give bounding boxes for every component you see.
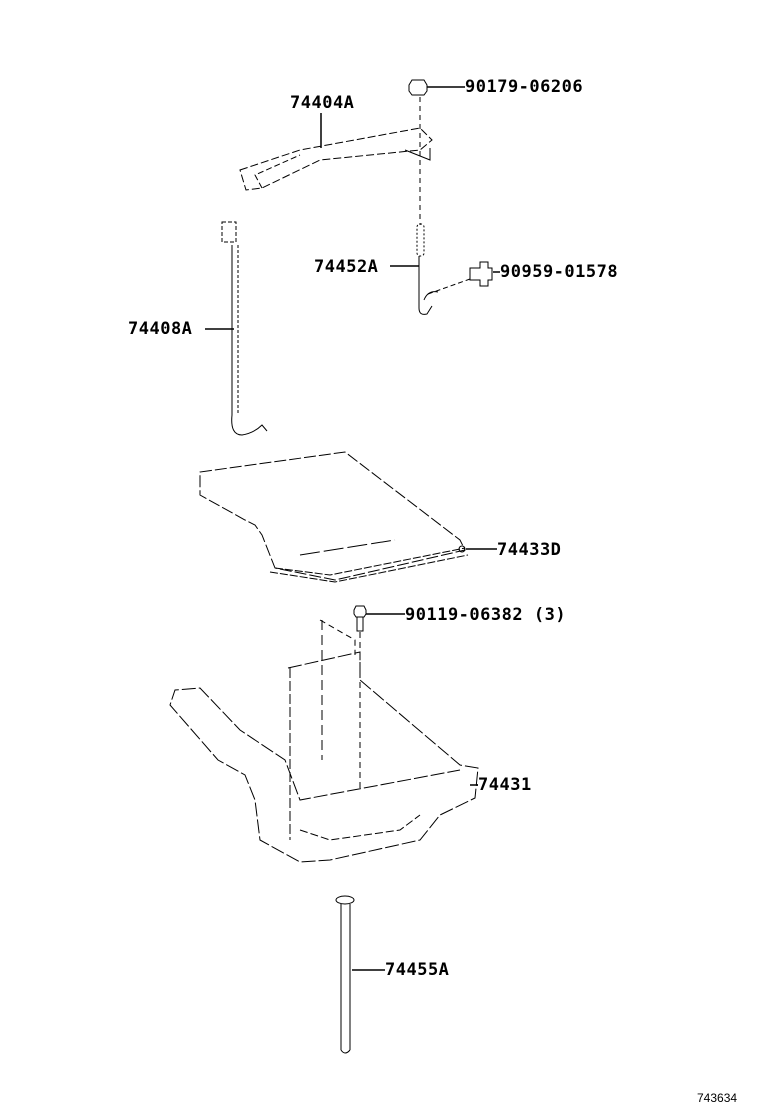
tray-bolt-drawing xyxy=(353,605,405,790)
label-90959-01578: 90959-01578 xyxy=(500,262,619,282)
label-74452a: 74452A xyxy=(314,257,379,277)
label-74404a: 74404A xyxy=(290,93,355,113)
label-74433d: 74433D xyxy=(497,540,562,560)
left-bolt-drawing xyxy=(205,221,268,436)
holder-clamp-drawing xyxy=(239,113,433,191)
tray-bolt-number: 90119-06382 xyxy=(405,605,524,625)
label-74431: 74431 xyxy=(478,775,532,795)
label-74455a: 74455A xyxy=(385,960,450,980)
label-90179-06206: 90179-06206 xyxy=(465,77,584,97)
nut-drawing xyxy=(408,79,465,225)
diagram-reference-number: 743634 xyxy=(697,1091,738,1105)
label-74408a: 74408A xyxy=(128,319,193,339)
right-bolt-drawing xyxy=(390,223,471,315)
tray-rod-drawing xyxy=(335,895,385,1054)
label-90119-06382: 90119-06382 (3) xyxy=(405,607,566,624)
battery-tray-drawing xyxy=(169,619,479,863)
clip-drawing xyxy=(469,261,500,287)
tray-bolt-qty: (3) xyxy=(533,605,567,625)
tray-cover-drawing xyxy=(199,451,497,583)
